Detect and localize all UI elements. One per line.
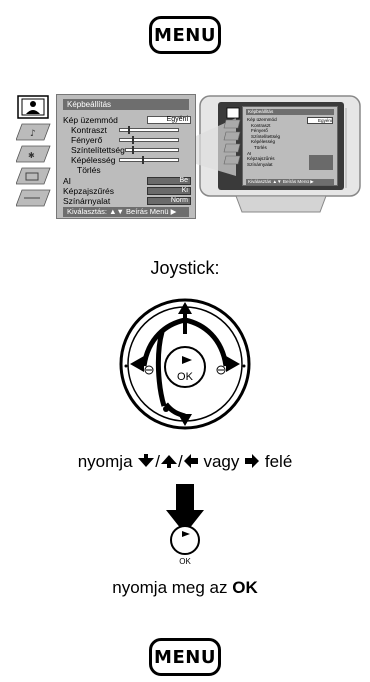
osd-row-value: Ki [147, 187, 191, 195]
tv-osd-footer: Kiválasztás ▲▼ Beírás Menü ▶ [246, 179, 334, 185]
joystick-right-arrow-icon [226, 356, 240, 372]
osd-panel: Képbeállítás Kép üzemmód Egyéni Kontrasz… [56, 94, 196, 219]
down-arrow-icon [138, 454, 155, 467]
tv-osd-row: Képélesség [251, 139, 276, 145]
osd-row-saturation[interactable]: Színtelítettség [63, 145, 191, 155]
instruction-ok-bold: OK [232, 578, 258, 597]
osd-row-tint[interactable]: Színárnyalat Norm [63, 196, 191, 206]
tv-osd-rows: Kép üzemmód Kontraszt Fényerő Színtelíte… [247, 117, 280, 167]
tv-osd-row: Színtelítettség [251, 133, 281, 139]
instruction-separator: / [155, 452, 160, 471]
menu-key-top: MENU [149, 16, 221, 54]
osd-row-label: Színárnyalat [63, 196, 111, 206]
joystick-left-arrow-icon [130, 356, 144, 372]
osd-title: Képbeállítás [63, 99, 189, 110]
tv-osd-row: Képzajszűrés [247, 156, 275, 162]
instruction-direction: nyomja / / vagy felé [0, 452, 370, 472]
instruction-ok-text: nyomja meg az [112, 578, 228, 597]
tv-osd-row: AI [247, 150, 252, 156]
svg-text:♪: ♪ [30, 129, 36, 139]
joystick-title: Joystick: [150, 258, 220, 278]
osd-row-label: Színtelítettség [71, 145, 125, 155]
osd-row-value: Egyéni [147, 116, 191, 124]
tv-osd-row: Kontraszt [251, 122, 271, 128]
osd-tab-icons: ♪ ✱ [16, 95, 51, 207]
osd-row-value: Be [147, 177, 191, 185]
tv-illustration: Képbeállítás Kép üzemmód Kontraszt Fénye… [196, 94, 366, 218]
osd-row-label: Fényerő [71, 135, 103, 145]
tv-osd-row: Fényerő [251, 128, 268, 134]
right-arrow-icon [245, 454, 260, 468]
tv-osd-panel: Képbeállítás Kép üzemmód Kontraszt Fénye… [242, 106, 338, 186]
osd-row-sharpness[interactable]: Képélesség [63, 155, 191, 165]
osd-row-label: Képélesség [71, 155, 116, 165]
osd-slider [119, 126, 179, 134]
osd-row-ai[interactable]: AI Be [63, 176, 191, 186]
joystick-illustration [119, 298, 251, 430]
tv-osd-row: Kép üzemmód [247, 117, 277, 122]
osd-row-label: Kontraszt [71, 125, 107, 135]
osd-row-label: Kép üzemmód [63, 115, 118, 125]
menu-key-label: MENU [154, 24, 216, 46]
joystick-up-arrow-icon [178, 302, 192, 314]
ok-play-icon [182, 356, 192, 364]
instruction-ok: nyomja meg az OK [0, 578, 370, 598]
osd-row-label: Képzajszűrés [63, 186, 115, 196]
osd-row-label: AI [63, 176, 72, 186]
osd-slider [125, 146, 179, 154]
instruction-prefix: nyomja [77, 452, 133, 471]
osd-menu: ♪ ✱ Képbeállítás Kép üzemmód Egyéni Kont… [16, 94, 196, 219]
tv-osd-row: Törlés [254, 144, 267, 150]
osd-row-value: Norm [147, 197, 191, 205]
instruction-suffix: felé [264, 452, 293, 471]
osd-row-picture-mode[interactable]: Kép üzemmód Egyéni [63, 115, 191, 125]
up-arrow-icon [161, 455, 177, 468]
joystick-down-arrow-icon [178, 414, 192, 426]
tv-osd-title: Képbeállítás [246, 109, 334, 115]
instruction-separator: / [178, 452, 183, 471]
osd-row-contrast[interactable]: Kontraszt [63, 125, 191, 135]
joystick-ok-label: OK [177, 371, 193, 383]
ok-press-label: OK [179, 557, 191, 566]
press-down-arrow-icon [166, 484, 204, 534]
menu-key-label: MENU [154, 646, 216, 668]
ok-press-illustration [166, 484, 204, 555]
osd-row-noise-reduction[interactable]: Képzajszűrés Ki [63, 186, 191, 196]
osd-slider [119, 156, 179, 164]
osd-row-brightness[interactable]: Fényerő [63, 135, 191, 145]
tv-osd-value: Egyéni [307, 117, 333, 124]
tv-osd-value-boxes [309, 155, 333, 170]
osd-row-label: Törlés [77, 165, 101, 175]
tv-osd-row: Színárnyalat [247, 161, 273, 167]
menu-key-bottom: MENU [149, 638, 221, 676]
svg-text:✱: ✱ [28, 151, 35, 160]
osd-slider [119, 136, 179, 144]
osd-footer: Kiválasztás: ▲▼ Beírás Menü ▶ [63, 207, 189, 217]
osd-row-reset[interactable]: Törlés [63, 165, 191, 175]
instruction-mid: vagy [203, 452, 240, 471]
left-arrow-icon [183, 454, 198, 468]
